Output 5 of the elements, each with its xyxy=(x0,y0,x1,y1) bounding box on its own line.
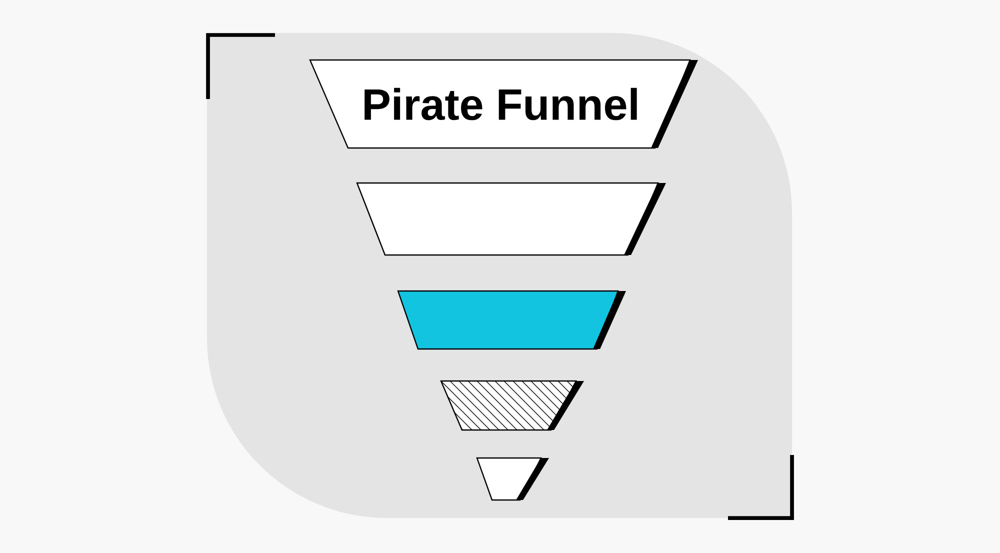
funnel-stage xyxy=(356,182,666,256)
funnel-stage xyxy=(476,457,550,501)
funnel-stage xyxy=(440,380,584,431)
funnel-stage xyxy=(397,290,626,350)
funnel-stage: Pirate Funnel xyxy=(309,59,698,149)
